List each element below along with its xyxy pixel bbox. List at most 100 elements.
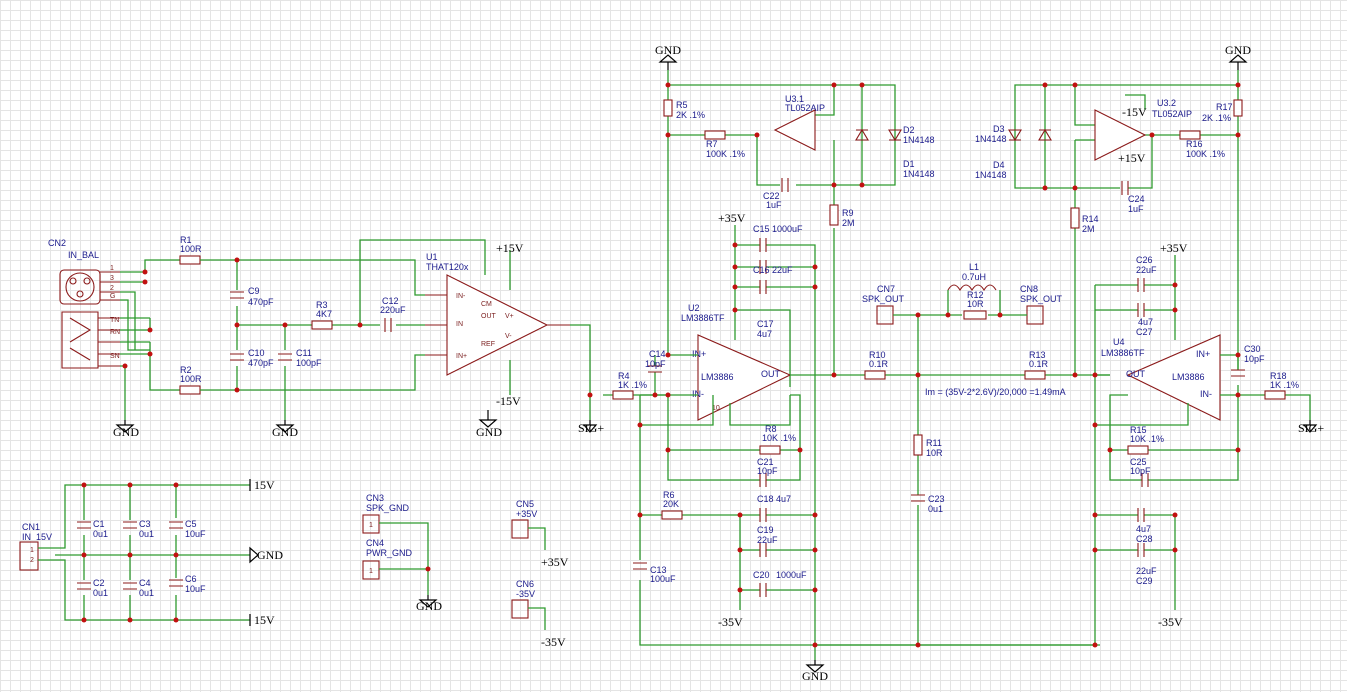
svg-text:GND: GND bbox=[1225, 43, 1251, 57]
svg-text:C16: C16 bbox=[753, 265, 770, 275]
svg-text:3: 3 bbox=[110, 275, 114, 282]
svg-text:GND: GND bbox=[655, 43, 681, 57]
opamp-u31: U3.1 TL052AIP bbox=[773, 94, 825, 151]
svg-text:GND: GND bbox=[476, 425, 502, 439]
svg-text:10pF: 10pF bbox=[757, 466, 778, 476]
svg-text:0u1: 0u1 bbox=[139, 588, 154, 598]
svg-text:C10: C10 bbox=[248, 348, 265, 358]
svg-text:C18: C18 bbox=[757, 494, 774, 504]
svg-text:CN4: CN4 bbox=[366, 538, 384, 548]
svg-text:C11: C11 bbox=[296, 348, 312, 358]
svg-text:1N4148: 1N4148 bbox=[975, 170, 1007, 180]
svg-text:C9: C9 bbox=[248, 286, 260, 296]
svg-text:10R: 10R bbox=[967, 299, 984, 309]
svg-text:+35V: +35V bbox=[541, 555, 569, 569]
svg-text:1uF: 1uF bbox=[766, 200, 782, 210]
capacitor-c25: C25 10pF bbox=[1130, 457, 1151, 487]
svg-text:R3: R3 bbox=[316, 300, 328, 310]
resistor-r14: R14 2M bbox=[1070, 207, 1099, 234]
svg-text:1N4148: 1N4148 bbox=[903, 135, 935, 145]
svg-text:0.1R: 0.1R bbox=[869, 359, 889, 369]
amp-u2: U2 LM3886TF LM3886 IN+ IN- OUT 10 bbox=[681, 303, 792, 421]
svg-text:R12: R12 bbox=[967, 290, 984, 300]
svg-text:C19: C19 bbox=[757, 525, 774, 535]
svg-text:IN+: IN+ bbox=[456, 353, 467, 360]
svg-text:D2: D2 bbox=[903, 125, 915, 135]
connector-cn6: CN6 -35V -35V bbox=[511, 579, 566, 649]
svg-text:C25: C25 bbox=[1130, 457, 1147, 467]
svg-text:SIG+: SIG+ bbox=[1298, 421, 1324, 435]
resistor-r10: R10 0.1R bbox=[864, 350, 889, 380]
capacitor-c23: C23 0u1 bbox=[911, 494, 945, 514]
svg-text:2M: 2M bbox=[842, 218, 855, 228]
svg-text:C3: C3 bbox=[139, 519, 151, 529]
diode-d1: D1 1N4148 bbox=[855, 128, 935, 179]
svg-text:1N4148: 1N4148 bbox=[975, 134, 1007, 144]
svg-text:10pF: 10pF bbox=[1130, 466, 1151, 476]
svg-text:TL052AIP: TL052AIP bbox=[785, 103, 825, 113]
svg-text:10K .1%: 10K .1% bbox=[762, 433, 796, 443]
svg-text:OUT: OUT bbox=[761, 369, 781, 379]
capacitor-c29: 22uF C29 bbox=[1136, 543, 1157, 586]
resistor-r16: R16 100K .1% bbox=[1179, 130, 1225, 159]
svg-text:10pF: 10pF bbox=[645, 359, 666, 369]
svg-text:+15V: +15V bbox=[1118, 151, 1146, 165]
svg-text:4u7: 4u7 bbox=[1138, 317, 1153, 327]
svg-text:CN5: CN5 bbox=[516, 499, 534, 509]
svg-text:22uF: 22uF bbox=[772, 265, 793, 275]
svg-text:C1: C1 bbox=[93, 519, 105, 529]
connector-cn8: CN8 SPK_OUT bbox=[1020, 284, 1063, 325]
capacitor-c11: C11 100pF bbox=[278, 348, 322, 368]
svg-text:R18: R18 bbox=[1270, 371, 1287, 381]
svg-text:C22: C22 bbox=[763, 191, 780, 201]
svg-text:C20: C20 bbox=[753, 570, 770, 580]
resistor-r18: R18 1K .1% bbox=[1264, 371, 1299, 400]
svg-text:R1: R1 bbox=[180, 235, 192, 245]
svg-text:15V: 15V bbox=[254, 478, 275, 492]
svg-text:C4: C4 bbox=[139, 578, 151, 588]
svg-text:R11: R11 bbox=[926, 438, 942, 448]
svg-text:R4: R4 bbox=[618, 371, 630, 381]
sig-plus-left: SIG+ bbox=[578, 420, 604, 435]
connector-cn1: CN1 IN_15V 1 2 bbox=[19, 522, 52, 571]
svg-text:D3: D3 bbox=[993, 124, 1005, 134]
capacitor-c30: C30 10pF bbox=[1231, 344, 1265, 377]
svg-text:20K: 20K bbox=[663, 499, 679, 509]
svg-text:C15: C15 bbox=[753, 224, 770, 234]
svg-text:1: 1 bbox=[110, 265, 114, 272]
svg-text:22uF: 22uF bbox=[1136, 566, 1157, 576]
svg-text:2: 2 bbox=[110, 285, 114, 292]
svg-text:22uF: 22uF bbox=[757, 535, 778, 545]
capacitor-c13: C13 100uF bbox=[633, 562, 676, 584]
svg-text:10: 10 bbox=[712, 405, 720, 412]
svg-text:C30: C30 bbox=[1244, 344, 1261, 354]
svg-text:2M: 2M bbox=[1082, 224, 1095, 234]
svg-text:GND: GND bbox=[802, 669, 828, 683]
capacitor-c26: C26 22uF bbox=[1136, 255, 1157, 292]
svg-text:IN+: IN+ bbox=[1196, 349, 1210, 359]
svg-text:C6: C6 bbox=[185, 574, 197, 584]
svg-text:GND: GND bbox=[257, 548, 283, 562]
svg-text:-35V: -35V bbox=[1158, 615, 1183, 629]
svg-text:U1: U1 bbox=[426, 252, 438, 262]
svg-text:100K .1%: 100K .1% bbox=[706, 149, 745, 159]
svg-text:1K .1%: 1K .1% bbox=[618, 380, 647, 390]
svg-text:-35V: -35V bbox=[541, 635, 566, 649]
resistor-r1: R1 100R bbox=[179, 235, 202, 265]
svg-text:-15V: -15V bbox=[1122, 105, 1147, 119]
svg-text:2K .1%: 2K .1% bbox=[1202, 113, 1231, 123]
capacitor-c24: C24 1uF bbox=[1121, 181, 1145, 214]
connector-cn7: CN7 SPK_OUT bbox=[862, 284, 905, 325]
connector-cn2: CN2 IN_BAL 1 3 2 G TN RN SN bbox=[48, 238, 120, 369]
svg-text:PWR_GND: PWR_GND bbox=[366, 548, 413, 558]
svg-text:10R: 10R bbox=[926, 448, 943, 458]
svg-text:10K .1%: 10K .1% bbox=[1130, 434, 1164, 444]
svg-text:THAT120x: THAT120x bbox=[426, 262, 469, 272]
svg-text:TL052AIP: TL052AIP bbox=[1152, 109, 1192, 119]
svg-text:1: 1 bbox=[369, 568, 373, 575]
svg-text:100pF: 100pF bbox=[296, 358, 322, 368]
